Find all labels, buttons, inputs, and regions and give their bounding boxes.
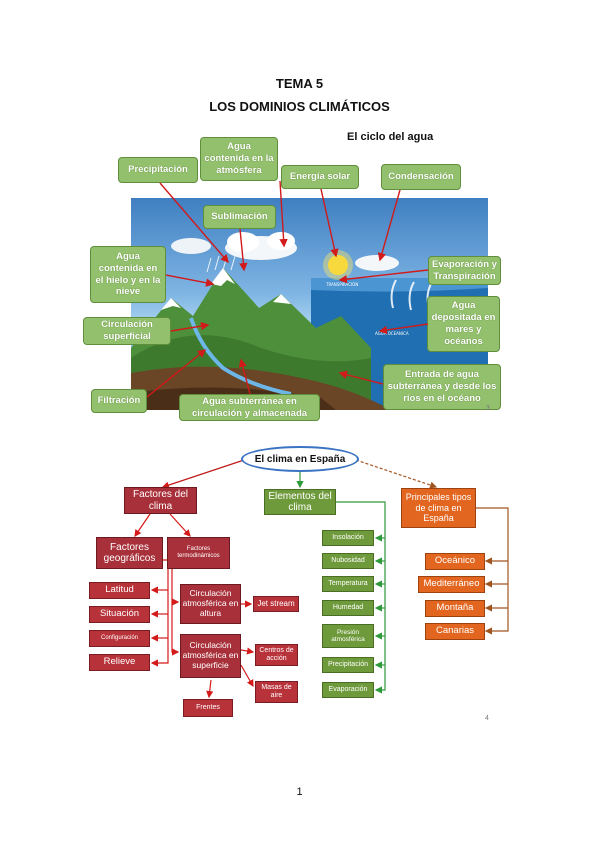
elemento-temperatura: Temperatura — [322, 576, 374, 592]
concept-root: El clima en España — [241, 446, 359, 472]
factor-relieve: Relieve — [89, 654, 150, 671]
label-entrada-agua: Entrada de agua subterránea y desde los … — [383, 364, 501, 410]
label-circulacion-superficial: Circulación superficial — [83, 317, 171, 345]
elementos-title: Elementos del clima — [264, 489, 336, 515]
factores-termodinamicos: Factores termodinámicos — [167, 537, 230, 569]
elemento-humedad: Humedad — [322, 600, 374, 616]
jet-stream: Jet stream — [253, 596, 299, 612]
svg-text:AGUA OCEANICA: AGUA OCEANICA — [375, 331, 409, 336]
elemento-nubosidad: Nubosidad — [322, 553, 374, 569]
page-number: 1 — [296, 786, 303, 798]
label-sublimacion: Sublimación — [203, 205, 276, 229]
water-cycle-page-mark: 3 — [486, 405, 490, 412]
svg-text:TRANSPIRACIÓN: TRANSPIRACIÓN — [325, 282, 358, 287]
elemento-presion: Presión atmosférica — [322, 624, 374, 648]
water-cycle-title: El ciclo del agua — [347, 131, 434, 143]
label-evaporacion: Evaporación y Transpiración — [428, 256, 501, 285]
label-condensacion: Condensación — [381, 164, 461, 190]
page-title: LOS DOMINIOS CLIMÁTICOS — [209, 99, 390, 114]
label-energia-solar: Energía solar — [281, 165, 359, 189]
label-agua-mares: Agua depositada en mares y océanos — [427, 296, 500, 352]
factor-situacion: Situación — [89, 606, 150, 623]
factores-geograficos: Factores geográficos — [96, 537, 163, 569]
masas-aire: Masas de aire — [255, 681, 298, 703]
factor-configuracion: Configuración — [89, 630, 150, 647]
frentes: Frentes — [183, 699, 233, 717]
tipos-title: Principales tipos de clima en España — [401, 488, 476, 528]
elemento-insolacion: Insolación — [322, 530, 374, 546]
label-agua-subterranea: Agua subterránea en circulación y almace… — [179, 394, 320, 421]
concept-map-page-mark: 4 — [485, 715, 489, 722]
label-agua-hielo: Agua contenida en el hielo y en la nieve — [90, 246, 166, 303]
circulacion-superficie: Circulación atmosférica en superficie — [180, 634, 241, 678]
clima-canarias: Canarias — [425, 623, 485, 640]
clima-oceanico: Oceánico — [425, 553, 485, 570]
circulacion-altura: Circulación atmosférica en altura — [180, 584, 241, 624]
label-precipitacion: Precipitación — [118, 157, 198, 183]
factor-latitud: Latitud — [89, 582, 150, 599]
label-agua-atmosfera: Agua contenida en la atmósfera — [200, 137, 278, 181]
tema-heading: TEMA 5 — [275, 76, 324, 91]
elemento-evaporacion: Evaporación — [322, 682, 374, 698]
label-filtracion: Filtración — [91, 389, 147, 413]
clima-montana: Montaña — [425, 600, 485, 617]
factores-title: Factores del clima — [124, 487, 197, 514]
centros-accion: Centros de acción — [255, 644, 298, 666]
elemento-precipitacion: Precipitación — [322, 657, 374, 673]
clima-mediterraneo: Mediterráneo — [418, 576, 485, 593]
